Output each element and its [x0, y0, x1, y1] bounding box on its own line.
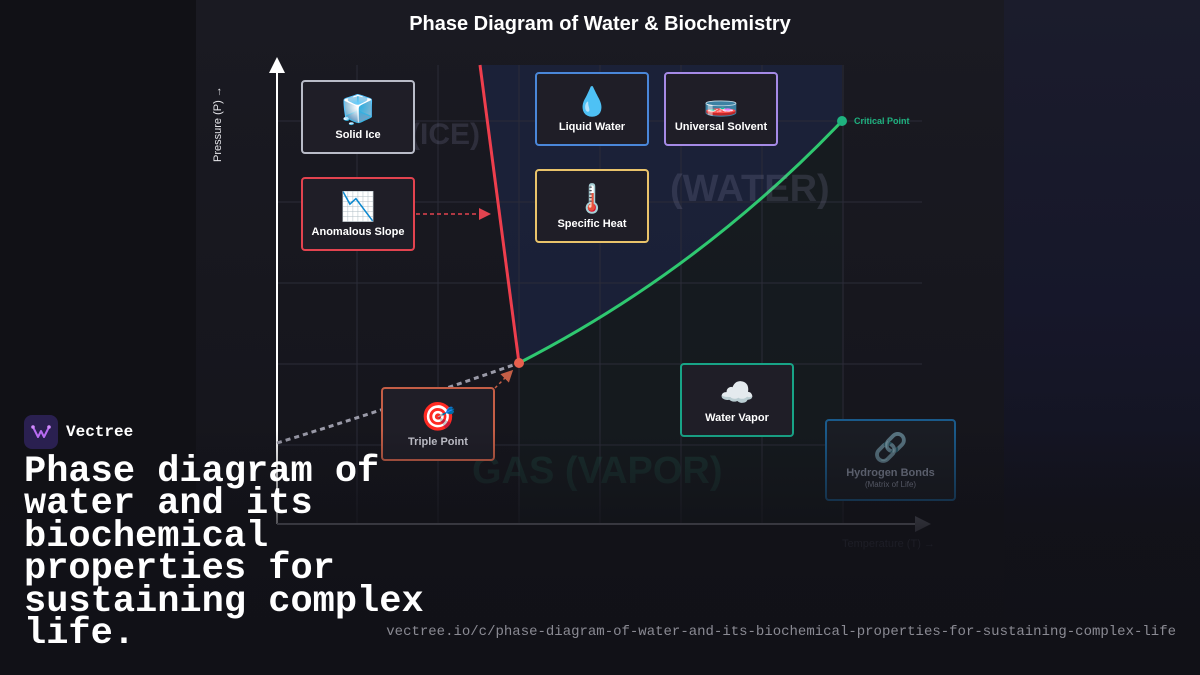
- droplet-icon: 💧: [574, 85, 610, 118]
- node-water-vapor: ☁️ Water Vapor: [680, 363, 794, 437]
- x-axis-label: Temperature (T) →: [842, 538, 935, 550]
- y-axis-arrow: [269, 57, 285, 73]
- link-icon: 🔗: [873, 431, 908, 464]
- region-label-gas: GAS (VAPOR): [472, 450, 723, 492]
- node-hydrogen-bonds-label: Hydrogen Bonds: [846, 467, 935, 479]
- node-specific-heat: 🌡️ Specific Heat: [535, 169, 649, 243]
- brand: Vectree: [24, 415, 133, 449]
- diagram-title: Phase Diagram of Water & Biochemistry: [409, 13, 791, 35]
- ice-cube-icon: 🧊: [340, 93, 376, 126]
- x-axis-arrow: [915, 516, 931, 532]
- region-label-solid: (ICE): [410, 118, 480, 151]
- critical-point-label: Critical Point: [854, 116, 910, 126]
- node-solid-ice-label: Solid Ice: [335, 129, 381, 141]
- cloud-icon: ☁️: [719, 376, 755, 409]
- thermometer-icon: 🌡️: [574, 182, 610, 215]
- vectree-logo-icon: [24, 415, 58, 449]
- triple-point-connector: [494, 369, 514, 389]
- node-triple-point: 🎯 Triple Point: [381, 387, 495, 461]
- node-anomalous-slope: 📉 Anomalous Slope: [301, 177, 415, 251]
- brand-name: Vectree: [66, 423, 134, 441]
- vaporization-curve: [518, 119, 844, 365]
- node-triple-point-label: Triple Point: [408, 436, 468, 448]
- chart-decreasing-icon: 📉: [340, 190, 376, 223]
- y-axis-label: Pressure (P) →: [212, 86, 224, 162]
- source-url[interactable]: vectree.io/c/phase-diagram-of-water-and-…: [386, 624, 1176, 640]
- node-universal-solvent: 🧫 Universal Solvent: [664, 72, 778, 146]
- fusion-curve: [478, 64, 521, 364]
- critical-point-marker: [837, 116, 847, 126]
- node-water-vapor-label: Water Vapor: [705, 412, 769, 424]
- node-hydrogen-bonds: 🔗 Hydrogen Bonds (Matrix of Life): [825, 419, 956, 501]
- triple-point-marker: [514, 358, 524, 368]
- node-hydrogen-bonds-sublabel: (Matrix of Life): [864, 480, 917, 489]
- node-solid-ice: 🧊 Solid Ice: [301, 80, 415, 154]
- node-liquid-water: 💧 Liquid Water: [535, 72, 649, 146]
- node-anomalous-slope-label: Anomalous Slope: [311, 226, 405, 238]
- petri-dish-icon: 🧫: [703, 85, 739, 118]
- node-liquid-water-label: Liquid Water: [558, 121, 626, 133]
- headline: Phase diagram of water and its biochemic…: [24, 451, 424, 656]
- region-label-liquid: (WATER): [670, 168, 830, 210]
- node-specific-heat-label: Specific Heat: [557, 218, 627, 230]
- target-icon: 🎯: [420, 400, 456, 433]
- node-universal-solvent-label: Universal Solvent: [674, 121, 768, 133]
